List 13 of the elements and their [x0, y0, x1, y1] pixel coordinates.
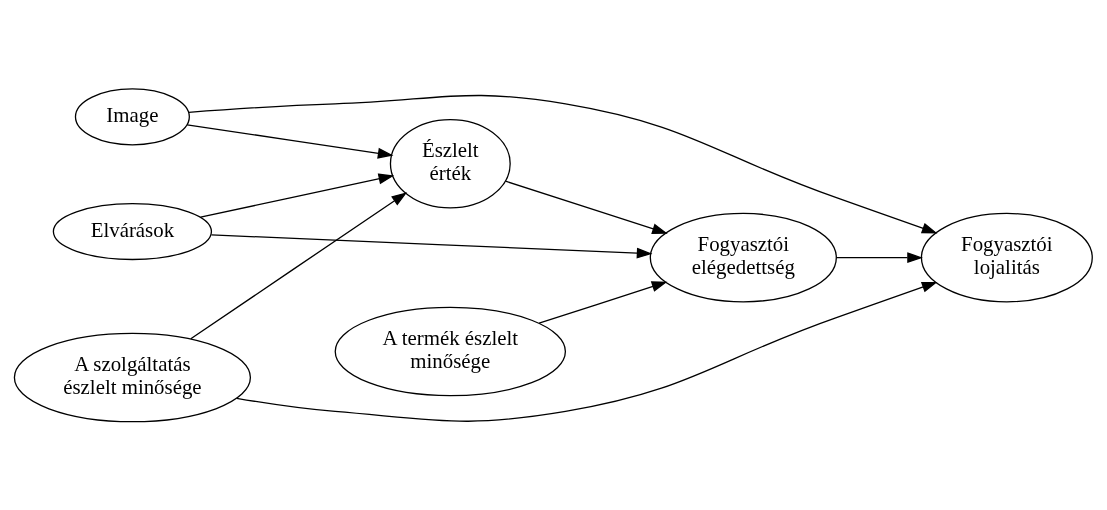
arrow [186, 123, 394, 159]
arrow [190, 191, 408, 339]
arrow [504, 180, 668, 234]
node-ellipse: A szolgáltatás észlelt minősége [13, 332, 252, 422]
arrow [236, 281, 938, 422]
arrow [199, 173, 395, 218]
arrow [188, 94, 938, 233]
node-ellipse: Image [74, 87, 190, 145]
arrow [210, 233, 653, 259]
node-ellipse: Elvárások [52, 202, 213, 260]
arrow [538, 280, 668, 324]
node-ellipse: A termék észlelt minősége [334, 306, 567, 396]
arrow [836, 251, 923, 263]
